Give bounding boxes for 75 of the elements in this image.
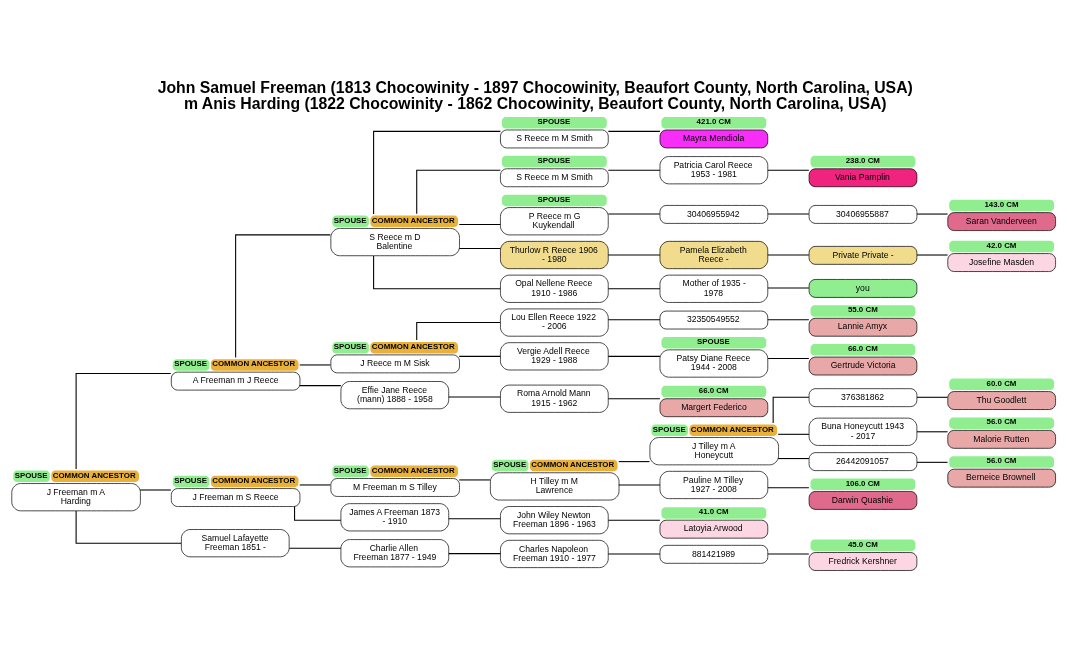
node-label: SPOUSE (537, 194, 571, 204)
node-label: COMMON ANCESTOR (371, 465, 455, 475)
node-label: COMMON ANCESTOR (690, 424, 774, 434)
node-label: COMMON ANCESTOR (531, 459, 615, 469)
connector (75, 509, 182, 544)
node-label: SPOUSE (537, 116, 571, 126)
connector (607, 169, 661, 171)
node-label: SPOUSE (174, 358, 208, 368)
connector (416, 169, 501, 214)
connector (139, 488, 172, 491)
connector (916, 461, 949, 463)
node-label: COMMON ANCESTOR (52, 470, 136, 480)
connector (607, 355, 661, 357)
node-label: COMMON ANCESTOR (212, 475, 296, 485)
connector (767, 169, 810, 171)
connector (288, 547, 342, 549)
node-label: 56.0 CM (986, 416, 1017, 426)
node-label: 42.0 CM (986, 240, 1017, 250)
connector (607, 213, 661, 215)
node-label: 421.0 CM (696, 116, 731, 126)
connector (607, 287, 661, 289)
node-label: 106.0 CM (845, 478, 880, 488)
node-label: SPOUSE (14, 470, 48, 480)
connector (294, 505, 342, 521)
node-label: 41.0 CM (698, 506, 729, 516)
connector (916, 396, 949, 398)
connector (607, 552, 661, 554)
connector (618, 460, 650, 462)
connector (235, 233, 331, 358)
connector (458, 478, 491, 480)
connector (416, 321, 501, 341)
node-label: 66.0 CM (698, 385, 729, 395)
node-label: COMMON ANCESTOR (371, 341, 455, 351)
node-label: 56.0 CM (986, 455, 1017, 465)
connector (448, 395, 501, 397)
connector (299, 384, 342, 386)
node-label: 238.0 CM (845, 155, 880, 165)
connector (618, 483, 661, 485)
connector (458, 355, 501, 357)
diagram-title: John Samuel Freeman (1813 Chocowinity - 1897 Chocowinity, Beaufort County, North Carolina, USA) m Anis Harding (1822 Chocowinity - 1862 Chocowinity, Beaufort County, North Carolina, USA) (157, 78, 913, 111)
node-label: 66.0 CM (847, 343, 878, 353)
connector (373, 130, 501, 214)
node-label: 45.0 CM (847, 539, 878, 549)
node-label: COMMON ANCESTOR (371, 215, 455, 225)
connector (607, 130, 661, 132)
connector (458, 247, 501, 249)
connector (607, 397, 661, 399)
node-label: 55.0 CM (847, 304, 878, 314)
connector (448, 552, 501, 554)
node-label: SPOUSE (174, 475, 208, 485)
connector (777, 457, 810, 459)
connector (767, 357, 810, 359)
connector (777, 433, 810, 435)
connector (772, 396, 810, 424)
connector (767, 486, 810, 488)
node-label: SPOUSE (696, 336, 730, 346)
node-label: COMMON ANCESTOR (212, 358, 296, 368)
node-label: SPOUSE (652, 424, 686, 434)
connector (916, 253, 949, 256)
node-label: SPOUSE (537, 155, 571, 165)
node-label: SPOUSE (333, 341, 367, 351)
connector (75, 372, 172, 469)
connector (607, 253, 661, 256)
connector (916, 213, 949, 215)
node-label: SPOUSE (493, 459, 527, 469)
node-label: SPOUSE (333, 215, 367, 225)
node-label: 60.0 CM (986, 378, 1017, 388)
connector (916, 430, 949, 432)
connector (607, 318, 661, 320)
connector (373, 254, 501, 289)
connector (607, 519, 661, 521)
node-label: SPOUSE (333, 465, 367, 475)
connector (767, 318, 810, 320)
connector (448, 517, 501, 519)
node-label: 143.0 CM (984, 199, 1019, 209)
